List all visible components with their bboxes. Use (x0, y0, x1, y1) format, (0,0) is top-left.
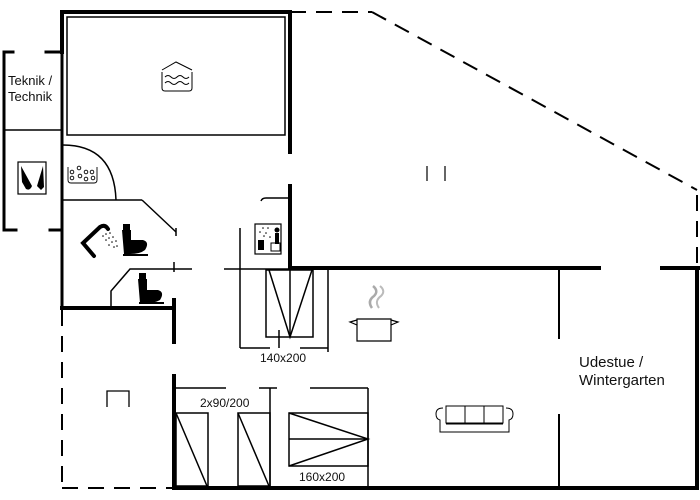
bed-140x200 (239, 197, 329, 352)
fireplace-icon (426, 166, 446, 181)
room-label-udestue: Udestue / Wintergarten (579, 354, 665, 390)
walls (2, 10, 700, 490)
sofa-icon (435, 405, 514, 433)
bed-size-label-140: 140x200 (260, 351, 307, 365)
dashed-boundary (61, 11, 698, 489)
whirlpool (62, 144, 142, 201)
bed-size-label-160: 160x200 (299, 470, 346, 484)
pool (66, 16, 286, 136)
washing-machine-icon (17, 161, 47, 195)
shower-icon (80, 223, 118, 258)
toilet-icon (122, 224, 148, 256)
room-label-technik-line1: Teknik / (8, 73, 53, 88)
room-label-udestue-line1: Udestue / (579, 354, 644, 371)
pool-icon (161, 61, 193, 92)
bed-size-label-2x90: 2x90/200 (200, 396, 250, 410)
room-label-udestue-line2: Wintergarten (579, 372, 665, 389)
bedrooms-bottom (175, 387, 371, 487)
stair-marker-icon (106, 390, 130, 407)
kitchen-pot-icon (348, 285, 400, 342)
whirlpool-icon (67, 165, 98, 184)
bathroom-walls (110, 199, 290, 308)
room-label-technik: Teknik / Technik (8, 73, 52, 104)
room-label-technik-line2: Technik (8, 88, 53, 104)
toilet-icon (138, 273, 164, 304)
sauna-icon (254, 223, 282, 255)
